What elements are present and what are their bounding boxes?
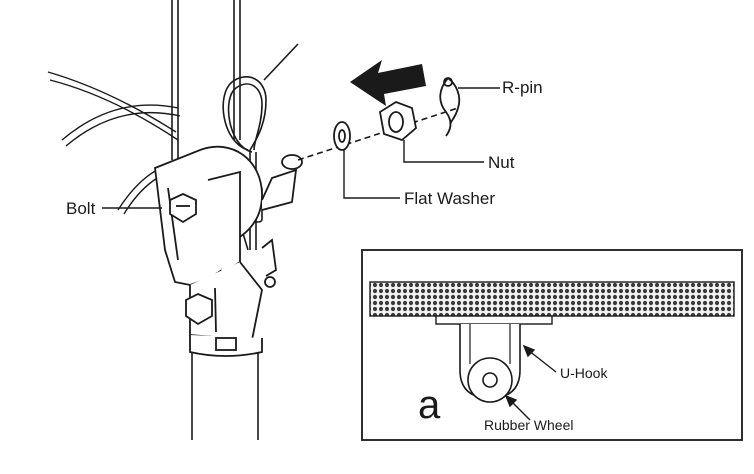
mesh-rail (369, 281, 735, 317)
direction-arrow-icon (350, 60, 426, 106)
label-bolt: Bolt (66, 199, 96, 218)
label-u-hook: U-Hook (560, 365, 608, 381)
lower-bolt-head (185, 293, 213, 326)
inset-letter-a: a (418, 383, 441, 427)
label-rubber-wheel: Rubber Wheel (484, 417, 574, 433)
bolt-head (169, 193, 197, 224)
label-r-pin: R-pin (502, 78, 543, 97)
nut-part (379, 101, 417, 142)
flat-washer-part (333, 121, 351, 151)
label-flat-washer: Flat Washer (404, 189, 495, 208)
label-nut: Nut (488, 153, 515, 172)
clevis-bracket (154, 145, 303, 357)
rubber-wheel-part (467, 357, 513, 403)
assembly-axis (297, 107, 459, 161)
r-pin-part (439, 77, 461, 137)
leader-lines (102, 87, 500, 209)
inset-panel: U-Hook Rubber Wheel a (361, 249, 743, 441)
